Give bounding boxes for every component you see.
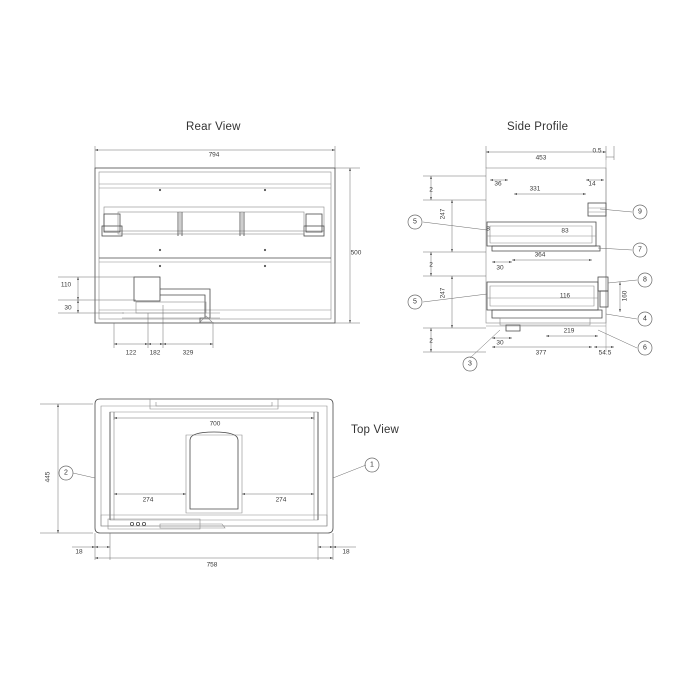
top-view-dimension-lines <box>40 403 367 560</box>
dim-side-0-5: 0.5 <box>592 147 602 155</box>
dim-side-mid-gap-2: 2 <box>429 261 433 269</box>
dim-top-758: 758 <box>206 561 218 569</box>
dim-side-219: 219 <box>563 327 575 335</box>
side-profile-title: Side Profile <box>507 121 569 133</box>
dim-side-54-5: 54.5 <box>598 349 612 357</box>
dim-side-377: 377 <box>535 349 547 357</box>
rear-view-geometry <box>94 167 336 324</box>
dim-top-18-right: 18 <box>342 548 350 556</box>
dim-rear-30: 30 <box>64 304 72 312</box>
rear-view-dots <box>158 188 267 268</box>
dim-side-331: 331 <box>529 185 541 193</box>
dim-top-18-left: 18 <box>75 548 83 556</box>
dim-side-bottom-gap-2: 2 <box>429 337 433 345</box>
dim-side-364: 364 <box>534 251 546 259</box>
top-view-geometry <box>94 398 334 534</box>
callout-5-lower: 5 <box>413 298 417 306</box>
rear-view-dimension-lines <box>58 146 360 348</box>
dim-top-274-right: 274 <box>275 496 287 504</box>
dim-rear-overall-width: 794 <box>208 151 220 159</box>
dim-side-116: 116 <box>559 292 571 300</box>
dim-side-30-upper: 30 <box>496 264 504 272</box>
side-profile-callout-bubbles <box>407 204 653 372</box>
dim-side-453: 453 <box>535 154 547 162</box>
callout-4: 4 <box>643 315 647 323</box>
callout-2: 2 <box>64 469 68 477</box>
callout-1: 1 <box>370 461 374 469</box>
callout-3: 3 <box>468 360 472 368</box>
dim-side-160: 160 <box>621 290 629 302</box>
rear-view-title: Rear View <box>186 121 241 133</box>
top-view-title: Top View <box>351 424 400 436</box>
dim-rear-329: 329 <box>182 349 194 357</box>
dim-rear-122: 122 <box>125 349 137 357</box>
dim-top-274-left: 274 <box>142 496 154 504</box>
callout-7: 7 <box>638 246 642 254</box>
dim-side-36: 36 <box>494 180 502 188</box>
side-profile-geometry <box>485 160 609 352</box>
side-profile-dimension-lines <box>422 146 638 359</box>
callout-5-upper: 5 <box>413 218 417 226</box>
dim-side-14: 14 <box>588 180 596 188</box>
callout-9: 9 <box>638 208 642 216</box>
top-view-callout-bubbles <box>58 457 380 481</box>
dim-side-83: 83 <box>561 227 569 235</box>
dim-side-top-gap-2: 2 <box>429 186 433 194</box>
dim-rear-overall-height: 500 <box>350 249 362 257</box>
dim-rear-110: 110 <box>60 281 72 289</box>
dim-side-247-upper: 247 <box>439 208 447 220</box>
callout-6: 6 <box>643 344 647 352</box>
dim-rear-182: 182 <box>149 349 161 357</box>
dim-side-30-lower: 30 <box>496 339 504 347</box>
dim-top-700: 700 <box>209 420 221 428</box>
dim-top-445: 445 <box>44 471 52 483</box>
callout-8: 8 <box>643 276 647 284</box>
dim-side-8: 8 <box>486 225 490 233</box>
dim-side-247-lower: 247 <box>439 287 447 299</box>
